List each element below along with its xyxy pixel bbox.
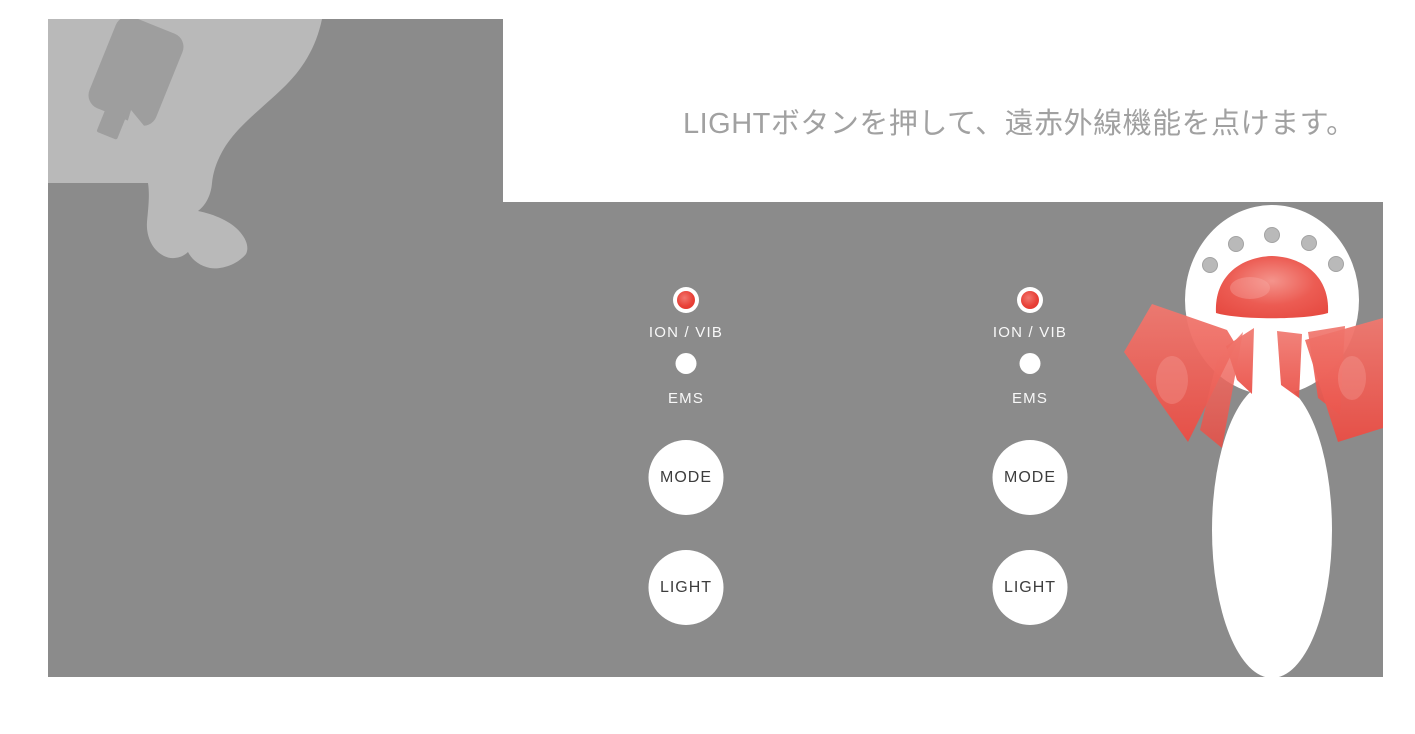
device-handle bbox=[1212, 382, 1332, 678]
watercolor-highlight bbox=[1156, 356, 1188, 404]
mode-button-label: MODE bbox=[660, 468, 712, 486]
device-light-illustration bbox=[1124, 205, 1383, 678]
device-in-hand bbox=[88, 19, 184, 140]
infrared-dome bbox=[1215, 256, 1329, 319]
head-led-dot bbox=[1301, 235, 1317, 251]
hand-holding-device-illustration bbox=[48, 19, 322, 269]
infrared-rays bbox=[1124, 304, 1383, 448]
infrared-ray bbox=[1305, 318, 1383, 442]
ems-label: EMS bbox=[1011, 390, 1049, 407]
head-led-dot bbox=[1264, 227, 1280, 243]
light-button[interactable]: LIGHT bbox=[648, 550, 724, 625]
ems-label: EMS bbox=[667, 390, 705, 407]
infrared-ray bbox=[1277, 331, 1302, 398]
light-button-label: LIGHT bbox=[1003, 578, 1057, 596]
ion-vib-led-on bbox=[1021, 291, 1039, 309]
ems-led-icon bbox=[675, 353, 697, 374]
head-led-dots bbox=[1202, 227, 1344, 273]
ion-vib-label: ION / VIB bbox=[648, 324, 724, 341]
infrared-ray bbox=[1124, 304, 1236, 442]
instruction-text: LIGHTボタンを押して、遠赤外線機能を点けます。 bbox=[683, 108, 1356, 140]
light-button-label: LIGHT bbox=[659, 578, 713, 596]
hand-silhouette bbox=[48, 19, 322, 269]
infrared-ray bbox=[1200, 332, 1243, 448]
control-panel-right: ION / VIB EMS MODE LIGHT bbox=[955, 272, 1105, 672]
mode-button-label: MODE bbox=[1004, 468, 1056, 486]
watercolor-highlight bbox=[1230, 277, 1270, 299]
ion-vib-label: ION / VIB bbox=[992, 324, 1068, 341]
watercolor-highlight bbox=[1338, 356, 1366, 400]
ion-vib-led-icon bbox=[1017, 287, 1043, 313]
ems-led-icon bbox=[1019, 353, 1041, 374]
light-button[interactable]: LIGHT bbox=[992, 550, 1068, 625]
ion-vib-led-icon bbox=[673, 287, 699, 313]
control-panel-left: ION / VIB EMS MODE LIGHT bbox=[611, 272, 761, 672]
ion-vib-led-on bbox=[677, 291, 695, 309]
head-led-dot bbox=[1228, 236, 1244, 252]
head-led-dot bbox=[1328, 256, 1344, 272]
head-led-dot bbox=[1202, 257, 1218, 273]
mode-button[interactable]: MODE bbox=[992, 440, 1068, 515]
mode-button[interactable]: MODE bbox=[648, 440, 724, 515]
